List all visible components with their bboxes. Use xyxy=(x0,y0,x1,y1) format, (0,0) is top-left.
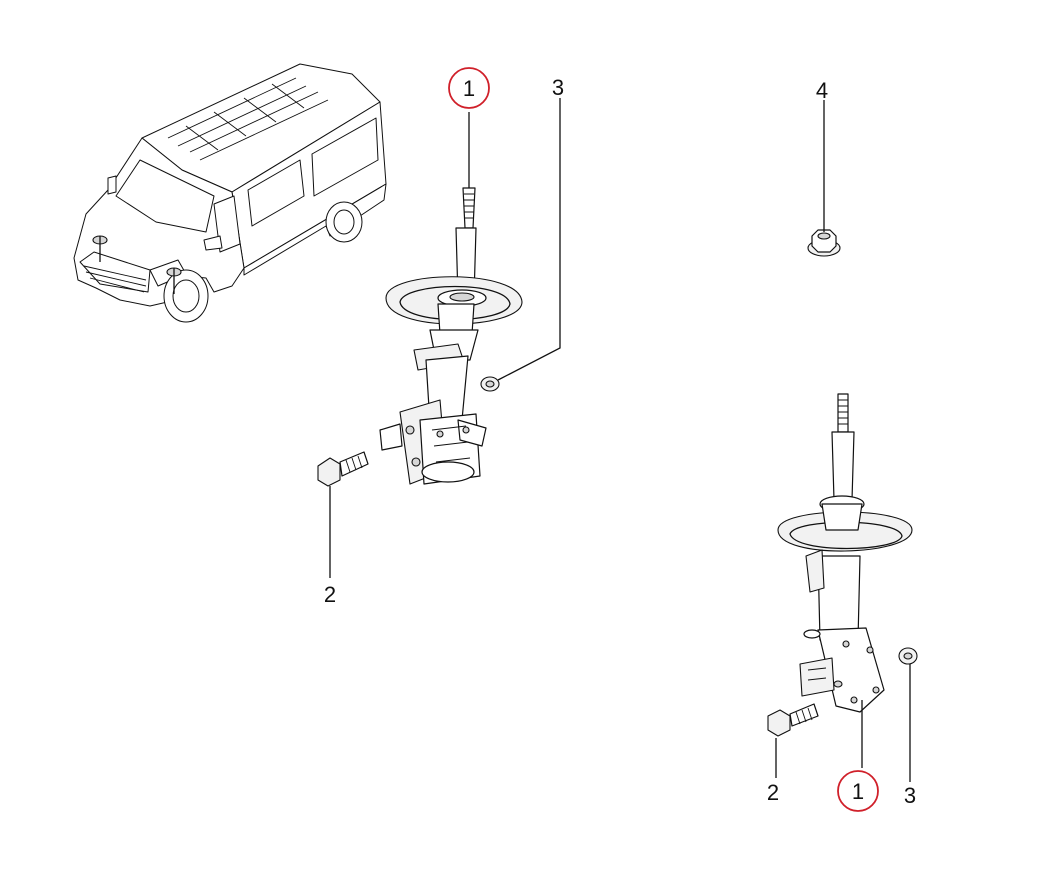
callout-left-strut: 1 xyxy=(448,67,490,109)
leader-lines xyxy=(329,98,911,782)
callout-right-strut: 1 xyxy=(837,770,879,812)
right-bolt xyxy=(767,680,843,737)
callout-right-bolt: 2 xyxy=(767,780,779,805)
callout-highlight-ring xyxy=(448,67,490,109)
callout-left-washer: 3 xyxy=(552,75,564,100)
callout-right-washer: 3 xyxy=(904,783,916,808)
callout-highlight-ring xyxy=(837,770,879,812)
van-illustration xyxy=(73,63,387,323)
callout-label: 1 xyxy=(463,76,475,101)
flange-nut xyxy=(807,229,841,257)
right-washer xyxy=(898,647,918,665)
callout-nut: 4 xyxy=(816,78,828,103)
left-strut-assembly xyxy=(379,187,523,485)
left-washer xyxy=(480,376,500,392)
callout-label: 1 xyxy=(852,779,864,804)
callout-left-bolt: 2 xyxy=(324,582,336,607)
right-strut-assembly xyxy=(777,393,913,713)
left-bolt xyxy=(317,451,369,487)
